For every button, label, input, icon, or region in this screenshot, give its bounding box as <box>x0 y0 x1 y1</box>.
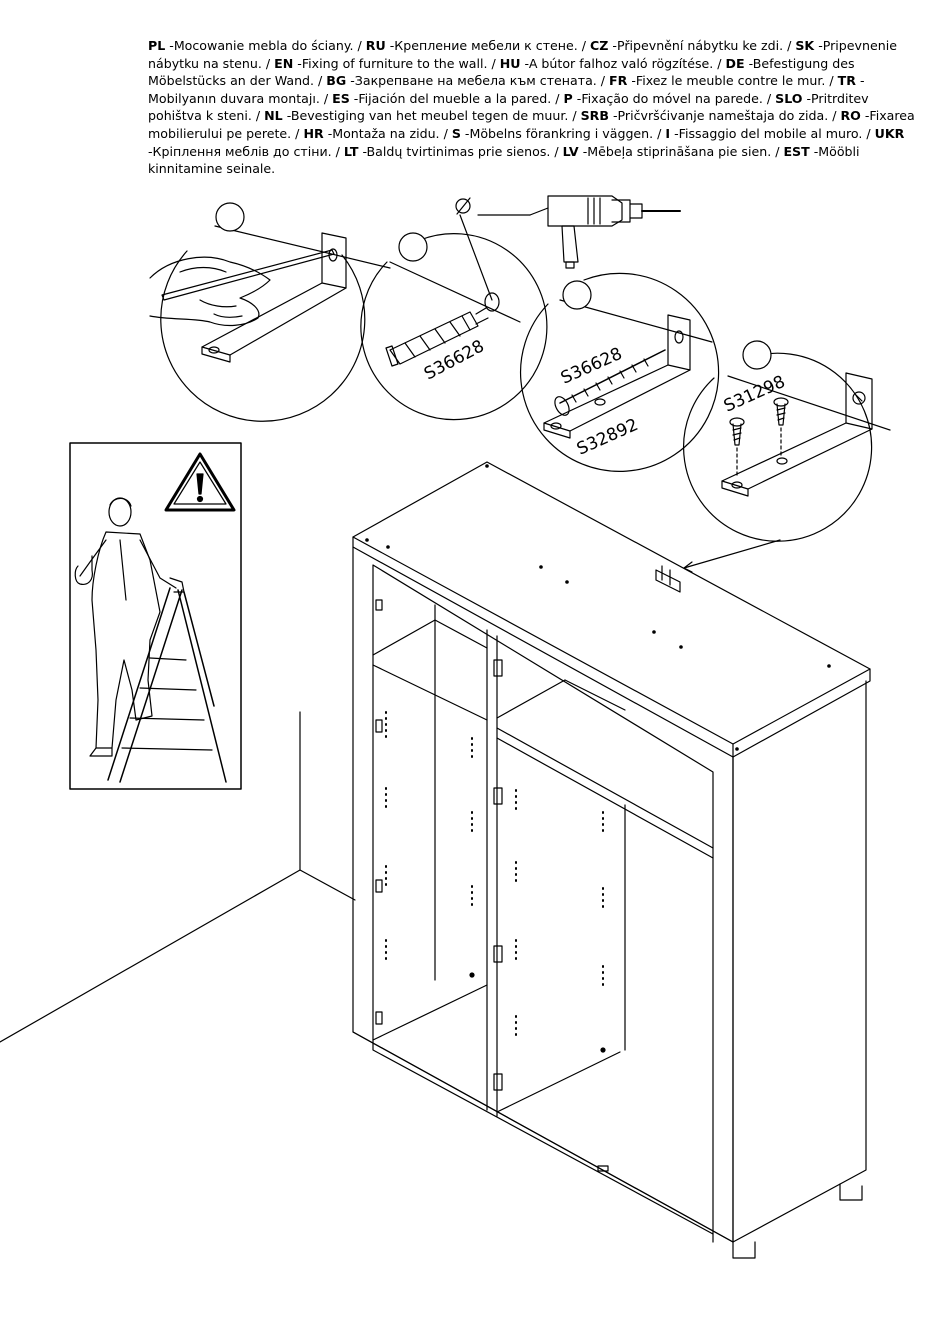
language-code: TR <box>837 73 856 89</box>
detail-dowel <box>360 233 548 421</box>
instruction-translation: -Pritrditev pohištva k steni. / <box>148 90 869 124</box>
instruction-translation: -Montaža na zidu. / <box>323 125 452 141</box>
step-marker <box>215 202 245 232</box>
language-code: UKR <box>874 125 905 141</box>
instruction-translation: -Fissaggio del mobile al muro. / <box>670 125 875 141</box>
instruction-translation: -Mocowanie mebla do ściany. / <box>165 38 366 53</box>
language-code: SRB <box>580 108 609 124</box>
instruction-translation: -Pričvršćivanje nameštaja do zida. / <box>608 108 841 124</box>
instruction-translation: -Закрепване на мебела към стената. / <box>346 73 610 89</box>
detail-bracket-screw <box>519 272 720 472</box>
language-code: RO <box>840 108 861 124</box>
language-code: HR <box>303 125 324 141</box>
step-marker <box>398 232 428 262</box>
instruction-translation: -Bevestiging van het meubel tegen de muu… <box>282 108 581 124</box>
language-code: FR <box>609 73 628 89</box>
warning-icon <box>164 452 236 512</box>
step-marker <box>562 280 592 310</box>
instruction-translation: -Fixarea mobilierului pe perete. / <box>148 108 915 141</box>
instruction-translation: -Mobilyanın duvara montajı. / <box>148 73 865 106</box>
wardrobe <box>352 461 871 1259</box>
language-code: EST <box>783 143 810 159</box>
label-long-screw: S36628 <box>558 344 625 389</box>
language-code: RU <box>365 38 386 53</box>
instruction-translation: -Möbelns förankring i väggen. / <box>460 125 666 141</box>
label-dowel: S36628 <box>421 336 488 384</box>
instruction-translation: -Baldų tvirtinimas prie sienos. / <box>358 143 563 159</box>
instruction-translation: -Кріплення меблів до стіни. / <box>148 143 344 159</box>
language-code: I <box>665 125 671 141</box>
language-code: NL <box>264 108 283 124</box>
room-lines <box>0 711 356 1043</box>
language-code: SLO <box>775 90 803 106</box>
person-on-ladder <box>74 497 227 783</box>
language-code: LV <box>562 143 579 159</box>
detail-marking <box>149 225 391 422</box>
language-code: ES <box>332 90 350 106</box>
language-code: SK <box>795 38 815 53</box>
language-code: LT <box>343 143 359 159</box>
instruction-translation: -Fixing of furniture to the wall. / <box>293 55 500 71</box>
diameter-symbol <box>455 197 471 215</box>
instruction-translation: -Mööbli kinnitamine seinale. <box>148 143 860 177</box>
warning-box <box>69 442 242 790</box>
instruction-translation: -A bútor falhoz való rögzítése. / <box>520 55 726 71</box>
language-code: PL <box>148 38 166 53</box>
instruction-translation: -Fijación del mueble a la pared. / <box>349 90 564 106</box>
language-code: P <box>563 90 573 106</box>
language-code: EN <box>274 55 294 71</box>
drill-callout <box>459 207 549 301</box>
drill-icon <box>547 195 681 269</box>
instruction-translation: -Připevnění nábytku ke zdi. / <box>608 38 796 53</box>
language-code: S <box>451 125 461 141</box>
step-marker <box>742 340 772 370</box>
instruction-translation: -Fixação do móvel na parede. / <box>572 90 776 106</box>
instruction-text: PL -Mocowanie mebla do ściany. / RU -Кре… <box>148 37 918 178</box>
language-code: DE <box>725 55 745 71</box>
detail-bracket-short-screws <box>683 352 891 542</box>
label-bracket: S32892 <box>574 415 641 460</box>
language-code: HU <box>499 55 521 71</box>
instruction-translation: -Крепление мебели к стене. / <box>385 38 591 53</box>
instruction-translation: -Fixez le meuble contre le mur. / <box>627 73 838 89</box>
instruction-translation: -Pripevnenie nábytku na stenu. / <box>148 38 897 71</box>
instruction-translation: -Befestigung des Möbelstücks an der Wand… <box>148 55 855 89</box>
instruction-translation: -Mēbeļa stiprināšana pie sien. / <box>578 143 784 159</box>
language-code: BG <box>326 73 347 89</box>
language-code: CZ <box>590 38 609 53</box>
